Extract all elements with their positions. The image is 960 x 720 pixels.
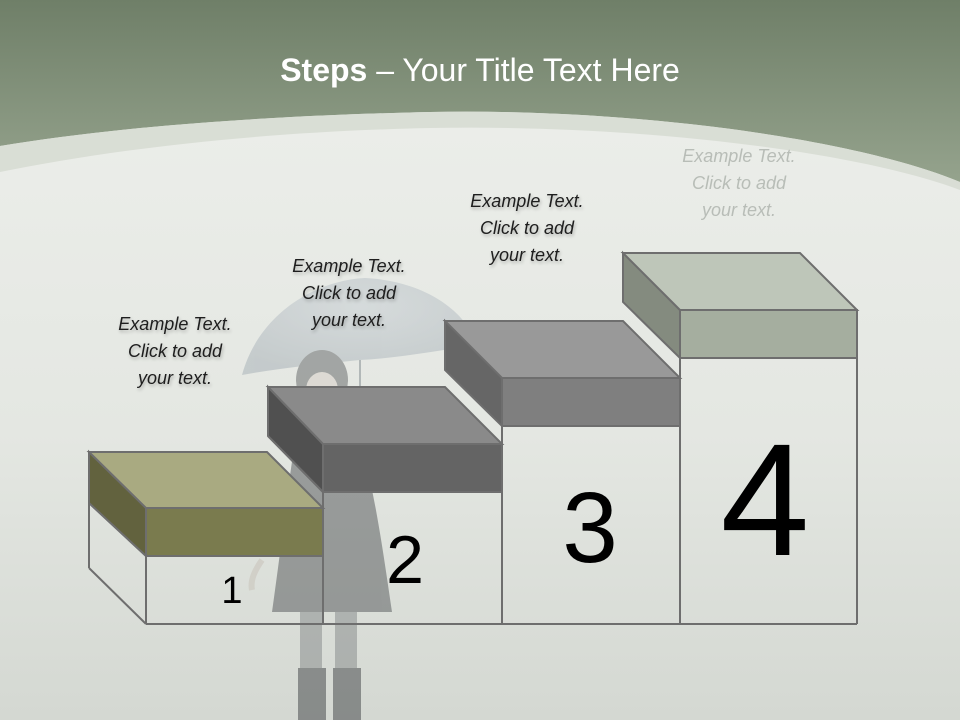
- step-blocks: [86, 250, 860, 559]
- step-4-block: [620, 250, 860, 361]
- step-1-line-2: Click to add: [127, 341, 223, 361]
- step-1-number: 1: [221, 570, 243, 612]
- step-1-text[interactable]: Example Text. Click to add your text.: [85, 311, 265, 392]
- step-4-block-front: [679, 309, 858, 359]
- step-3-number: 3: [562, 472, 618, 584]
- step-2-text[interactable]: Example Text. Click to add your text.: [259, 253, 439, 334]
- step-3-block: [442, 318, 683, 429]
- step-4-line-1: Example Text.: [682, 146, 796, 166]
- step-3-text[interactable]: Example Text. Click to add your text.: [437, 188, 617, 269]
- step-4-text[interactable]: Example Text. Click to add your text.: [649, 143, 829, 224]
- step-3-line-2: Click to add: [479, 218, 575, 238]
- step-2-line-2: Click to add: [301, 283, 397, 303]
- step-2-number: 2: [386, 522, 424, 598]
- step-4-line-2: Click to add: [691, 173, 787, 193]
- slide-title[interactable]: Steps – Your Title Text Here: [0, 52, 960, 89]
- step-3-block-front: [501, 377, 681, 427]
- step-4-line-3: your text.: [701, 200, 777, 220]
- header-band: [0, 0, 960, 182]
- title-bold: Steps: [280, 52, 368, 88]
- step-3-line-1: Example Text.: [470, 191, 584, 211]
- step-2-line-3: your text.: [311, 310, 387, 330]
- step-2-block: [265, 384, 505, 495]
- step-1-block: [86, 449, 326, 559]
- step-1-line-3: your text.: [137, 368, 213, 388]
- step-1-block-front: [145, 507, 324, 557]
- step-1-line-1: Example Text.: [118, 314, 232, 334]
- step-2-block-front: [322, 443, 503, 493]
- title-rest: – Your Title Text Here: [367, 52, 680, 88]
- step-3-line-3: your text.: [489, 245, 565, 265]
- step-4-number: 4: [720, 410, 810, 589]
- step-2-line-1: Example Text.: [292, 256, 406, 276]
